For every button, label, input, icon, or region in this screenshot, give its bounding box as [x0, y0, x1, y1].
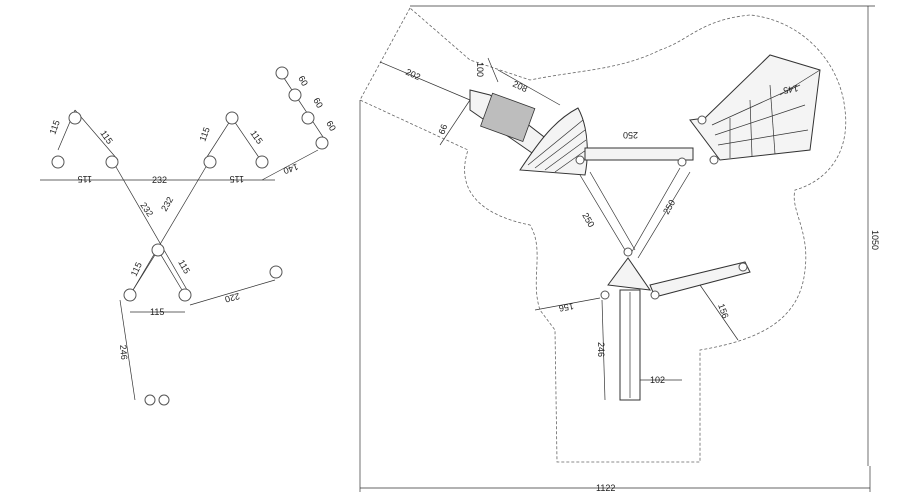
footing-post [301, 111, 315, 125]
dim-label: 156 [558, 301, 575, 313]
footing-post [275, 66, 289, 80]
lower-platform [607, 257, 652, 291]
dim-label: 60 [324, 119, 338, 133]
joint-post [600, 290, 610, 300]
dim-label: 202 [404, 67, 422, 82]
dim-label: 60 [296, 74, 310, 88]
joint-post [697, 115, 707, 125]
dim-label: 100 [475, 62, 485, 77]
dim-label: 115 [248, 128, 264, 145]
lower-bridge [649, 261, 751, 298]
bridge-left-rail-b [589, 171, 636, 251]
dim-label: 220 [224, 291, 241, 305]
right-tri-right-edge [231, 117, 263, 163]
dim-label: 156 [716, 302, 731, 320]
platform-hatching [527, 119, 587, 173]
dim-label: 115 [197, 126, 211, 143]
bridge-left-rail-a [579, 174, 629, 256]
dim-guide [534, 297, 601, 311]
bridge-right-rail-a [629, 167, 681, 256]
dim-label: 250 [580, 211, 596, 229]
footing-post [158, 394, 170, 406]
ladder [619, 289, 641, 401]
dim-label: 250 [661, 198, 677, 216]
joint-post [738, 262, 748, 272]
dim-label: 232 [152, 175, 167, 185]
slide-chute [480, 92, 536, 143]
platform-leaf [519, 107, 588, 176]
dim-guide [439, 99, 471, 146]
dim-label: 115 [176, 258, 192, 275]
joint-post [623, 247, 633, 257]
footing-post [123, 288, 137, 302]
lower-tri-right-edge [157, 249, 186, 296]
footing-post [315, 136, 329, 150]
dim-label: 115 [150, 307, 164, 317]
dim-label: 115 [98, 128, 114, 145]
dim-label: 1122 [596, 483, 615, 493]
climbing-net [689, 54, 821, 161]
dim-label: 145 [782, 83, 799, 95]
footing-post [151, 243, 165, 257]
dim-label: 115 [47, 119, 61, 136]
dim-guide [699, 284, 739, 341]
bridge-right-rail-b [637, 171, 691, 259]
dim-guide [379, 61, 471, 101]
footing-post [51, 155, 65, 169]
dim-label: 60 [311, 96, 325, 110]
dim-guide [779, 69, 821, 96]
left-tri-right-edge [74, 109, 119, 161]
lower-extension-line [189, 279, 276, 306]
joint-post [709, 155, 719, 165]
dim-label: 115 [78, 174, 92, 184]
footing-post [269, 265, 283, 279]
diag-cross-a [111, 159, 191, 296]
dim-label: 232 [159, 195, 175, 213]
diag-cross-b [129, 159, 211, 296]
dim-label: 115 [230, 174, 244, 184]
dim-label: 140 [282, 162, 300, 177]
safety-zone-outline [359, 7, 847, 463]
joint-post [650, 290, 660, 300]
bridge-top [584, 147, 694, 161]
dim-label: 246 [118, 344, 129, 360]
footing-post [178, 288, 192, 302]
dim-guide [487, 57, 499, 83]
joint-post [575, 155, 585, 165]
vertical-leg-line [119, 299, 136, 401]
footing-post [68, 111, 82, 125]
offset-chain-line [281, 74, 326, 141]
dim-label: 66 [436, 123, 449, 136]
dim-guide [601, 299, 606, 401]
footing-post [203, 155, 217, 169]
footing-post [105, 155, 119, 169]
dim-label: 102 [650, 375, 665, 385]
dim-label: 250 [623, 130, 638, 140]
footing-post [255, 155, 269, 169]
dim-label: 246 [596, 342, 606, 357]
dim-guide [497, 69, 561, 106]
dim-label: 208 [511, 79, 529, 94]
dim-label: 232 [138, 200, 155, 218]
footings-plan: 115 115 115 232 115 115 115 140 60 60 60… [40, 66, 338, 406]
footing-post [225, 111, 239, 125]
footing-post [288, 88, 302, 102]
footing-post [144, 394, 156, 406]
right-tri-left-edge [204, 117, 233, 161]
dim-label: 1050 [870, 230, 880, 250]
right-extension-line [261, 149, 319, 181]
joint-post [677, 157, 687, 167]
lower-tri-left-edge [129, 249, 159, 296]
top-view: 100 208 202 66 250 145 250 250 156 156 2… [359, 5, 880, 493]
